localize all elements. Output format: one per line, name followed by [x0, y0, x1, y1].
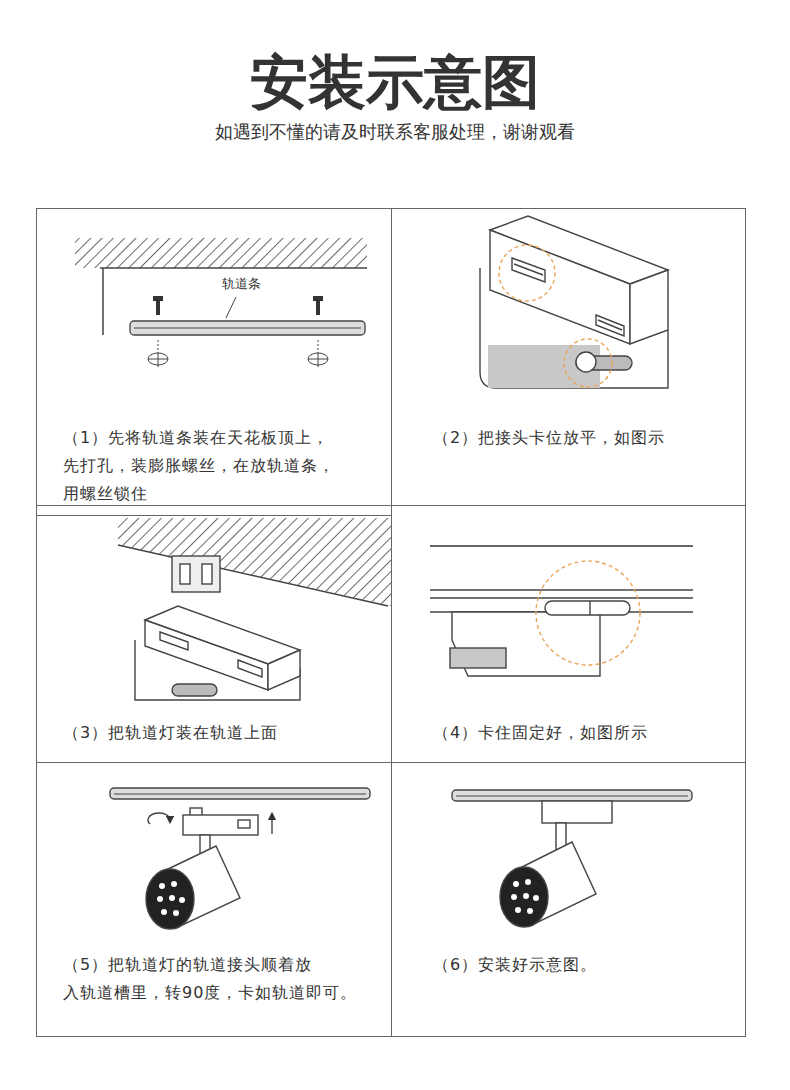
part-label: 轨道条: [222, 276, 261, 293]
step-instruction: （5）把轨道灯的轨道接头顺着放 入轨道槽里，转90度，卡如轨道即可。: [63, 951, 383, 1007]
step-panel: （1）先将轨道条装在天花板顶上， 先打孔，装膨胀螺丝，在放轨道条， 用螺丝锁住: [36, 208, 392, 516]
subtitle-note: 如遇到不懂的请及时联系客服处理，谢谢观看: [0, 120, 790, 143]
clip-lock-figure: [430, 546, 693, 676]
step-instruction: （6）安装好示意图。: [433, 951, 733, 979]
step-panel: （5）把轨道灯的轨道接头顺着放 入轨道槽里，转90度，卡如轨道即可。: [36, 762, 392, 1037]
installed-lamp-figure: [452, 790, 692, 927]
page-title: 安装示意图: [0, 48, 790, 118]
step-instruction: （1）先将轨道条装在天花板顶上， 先打孔，装膨胀螺丝，在放轨道条， 用螺丝锁住: [63, 424, 383, 508]
step-instruction: （3）把轨道灯装在轨道上面: [63, 719, 383, 747]
step-panel: （2）把接头卡位放平，如图示: [391, 208, 746, 506]
step-instruction: （2）把接头卡位放平，如图示: [433, 424, 733, 452]
ceiling-mount-figure: [75, 238, 367, 367]
track-fitting-figure: [118, 518, 391, 700]
connector-figure: [480, 216, 668, 388]
rotate-insert-figure: [110, 788, 370, 929]
step-panel: （4）卡住固定好，如图所示: [391, 505, 746, 763]
step-panel: （3）把轨道灯装在轨道上面: [36, 505, 392, 763]
step-instruction: （4）卡住固定好，如图所示: [433, 719, 733, 747]
step-panel: （6）安装好示意图。: [391, 762, 746, 1037]
